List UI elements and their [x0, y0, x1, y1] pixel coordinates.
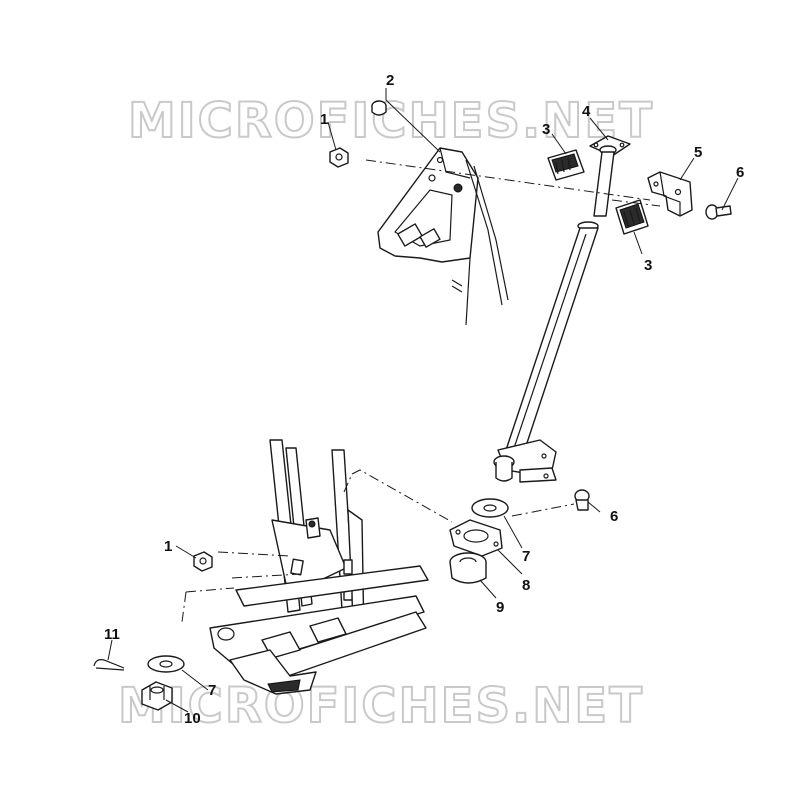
- watermark-bottom: MICROFICHES.NET: [118, 678, 644, 734]
- callout-1-bottom: 1: [164, 538, 172, 555]
- carriage-bolt-mid: [574, 489, 590, 511]
- mount-bracket: [647, 171, 693, 217]
- bushing-lower: [615, 199, 649, 235]
- steering-post: [493, 135, 631, 483]
- castle-nut: [141, 681, 173, 711]
- callout-7-mid: 7: [522, 548, 530, 565]
- callout-2: 2: [386, 72, 394, 89]
- callout-5: 5: [694, 144, 702, 161]
- callout-9: 9: [496, 599, 504, 616]
- leader-lines: [107, 88, 739, 713]
- washer-bottom: [147, 655, 185, 673]
- callout-8: 8: [522, 577, 530, 594]
- grommet-plug: [371, 100, 387, 116]
- hex-nut-top: [329, 147, 349, 168]
- carriage-bolt-top: [705, 204, 732, 220]
- callout-1-top: 1: [320, 111, 328, 128]
- callout-11: 11: [104, 626, 120, 643]
- callout-3-lower: 3: [644, 257, 652, 274]
- hex-nut-bottom: [193, 551, 213, 572]
- washer-mid: [471, 498, 509, 518]
- callout-4: 4: [582, 103, 591, 120]
- watermark-top: MICROFICHES.NET: [128, 93, 654, 149]
- upper-frame-bracket: [377, 147, 509, 326]
- bushing-upper: [547, 149, 585, 181]
- bearing-flange: [449, 519, 503, 557]
- callout-7-bottom: 7: [208, 682, 216, 699]
- lower-chassis-frame: [209, 439, 429, 695]
- bearing: [449, 552, 487, 584]
- callout-3-upper: 3: [542, 121, 550, 138]
- callout-10: 10: [184, 710, 201, 727]
- callout-6-mid: 6: [610, 508, 618, 525]
- center-lines: [181, 159, 661, 623]
- cotter-pin: [93, 659, 125, 671]
- callout-6-top: 6: [736, 164, 744, 181]
